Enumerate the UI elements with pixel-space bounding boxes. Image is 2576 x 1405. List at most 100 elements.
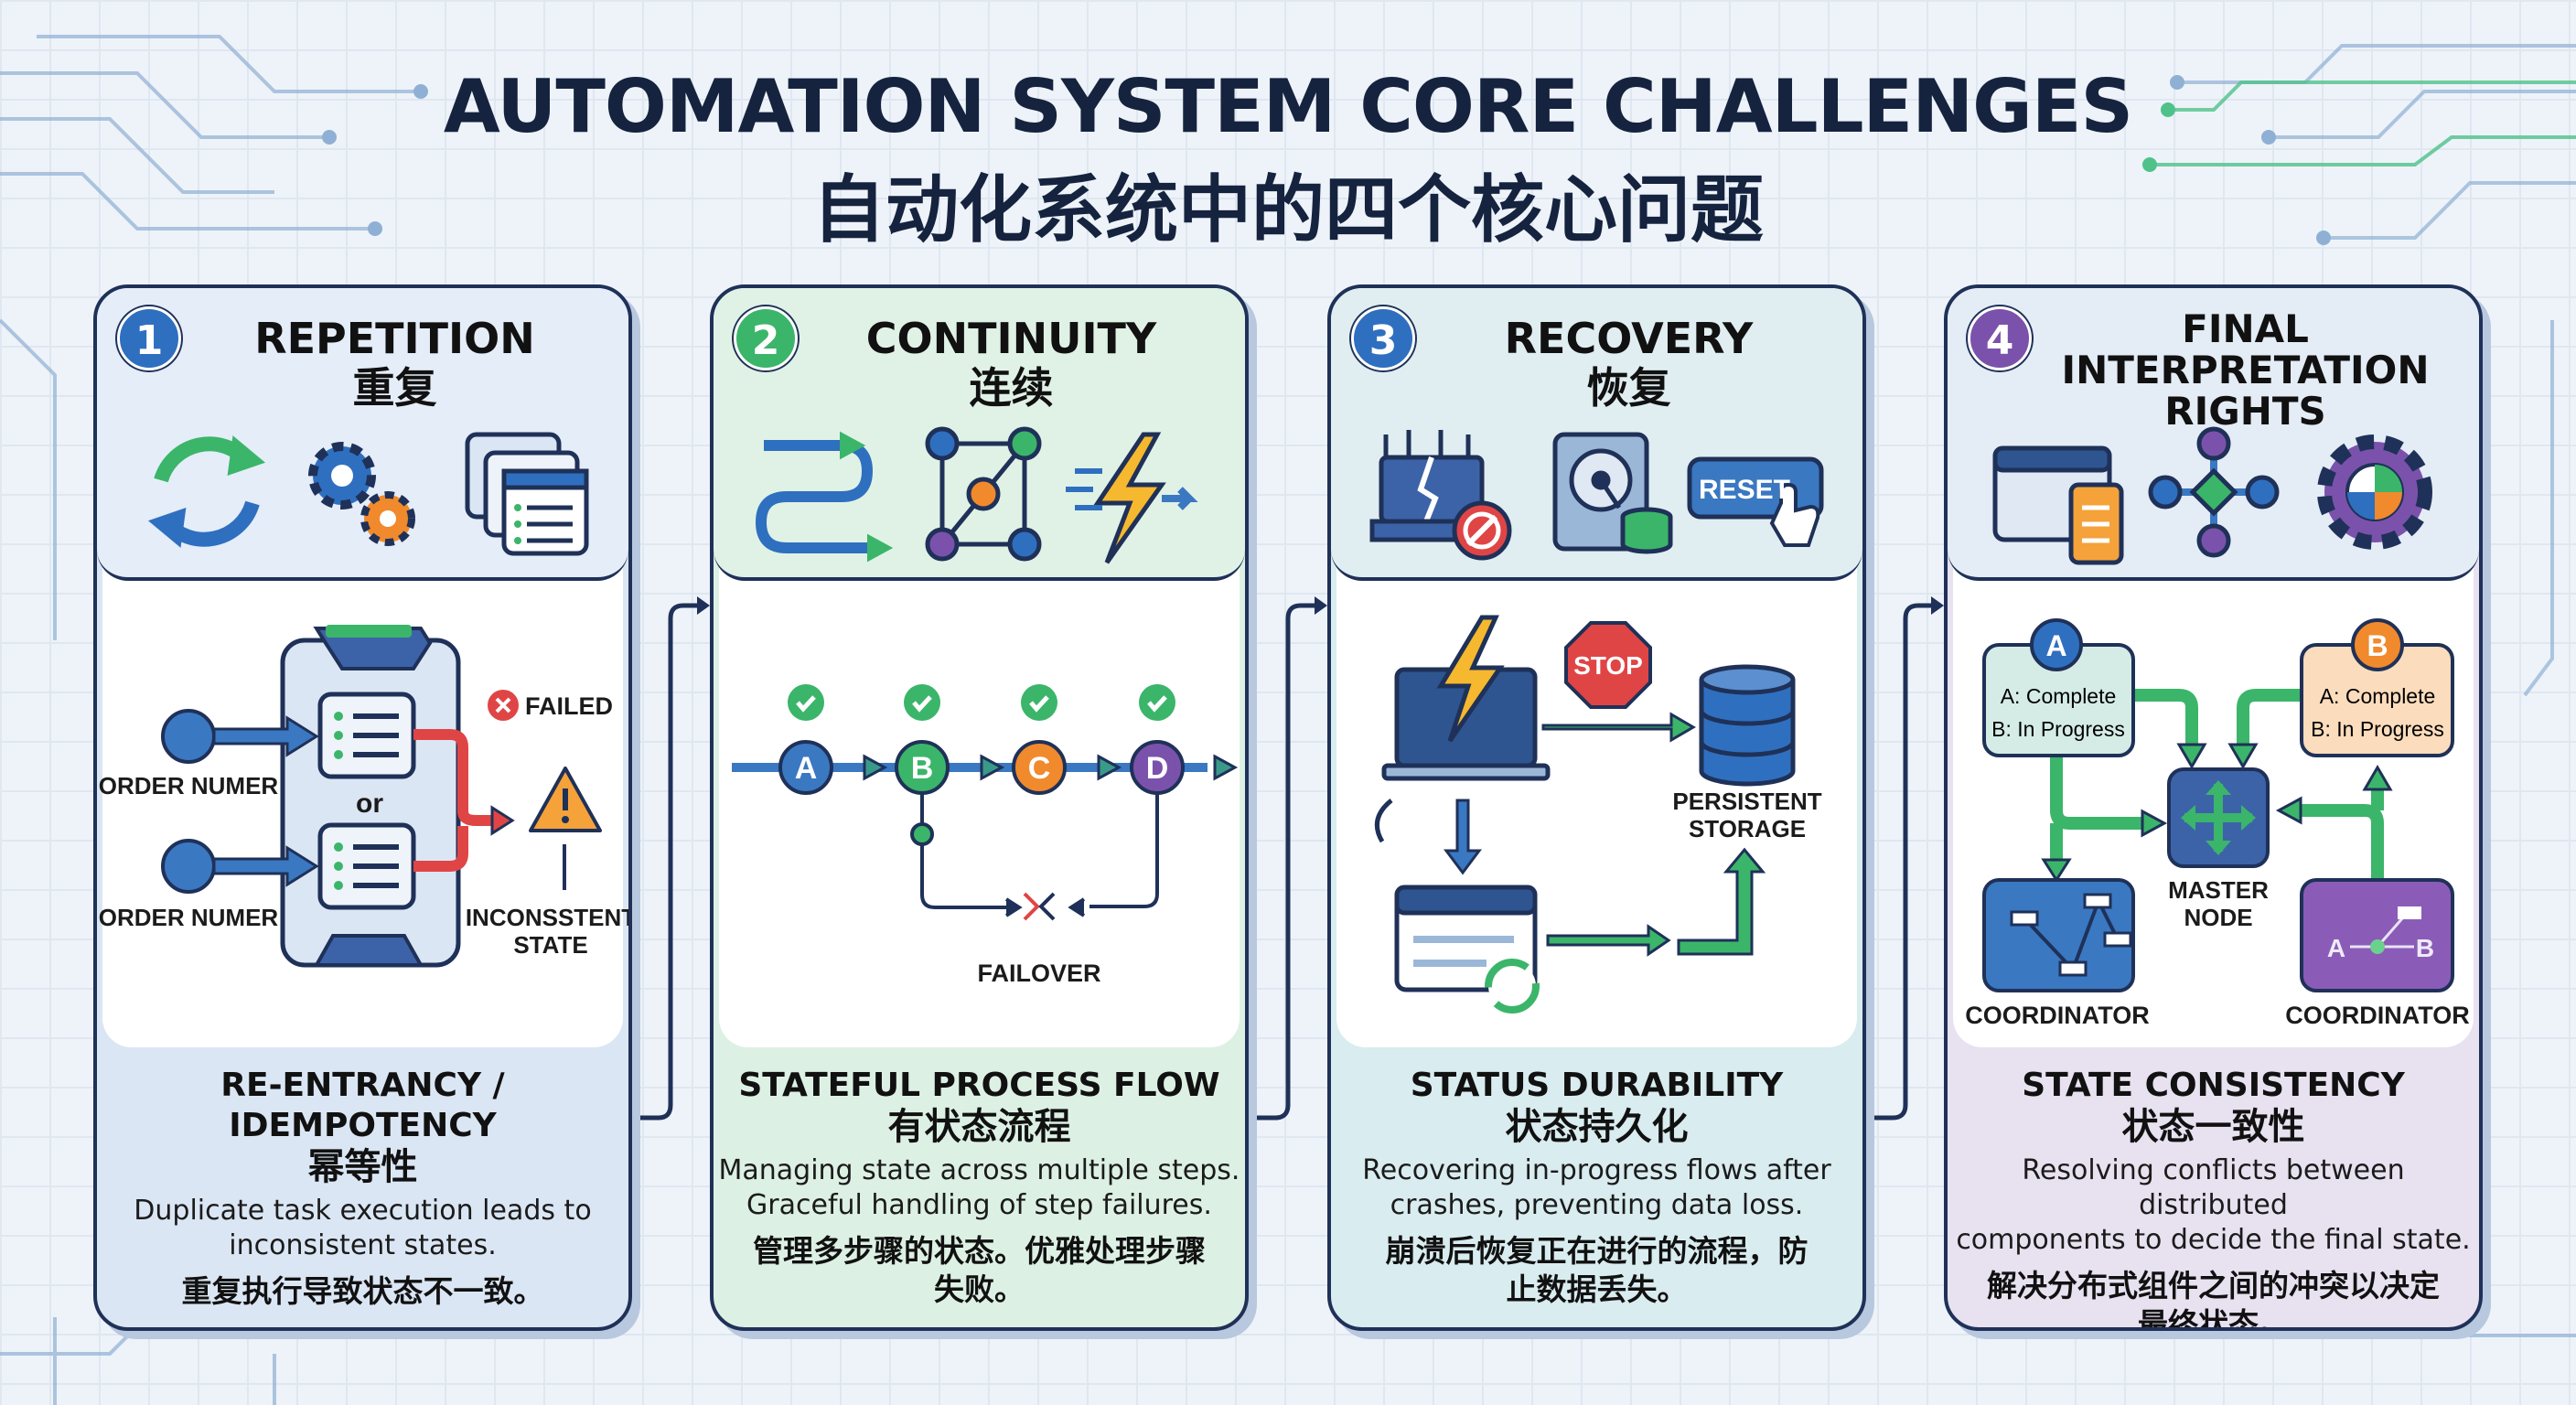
panel-recovery: 3 RECOVERY 恢复 RESET STOP PERSISTENT xyxy=(1327,284,1866,1331)
task-runner-device xyxy=(280,625,461,968)
panel-title-line: INTERPRETATION xyxy=(2061,348,2430,392)
result-label: INCONSSTENT xyxy=(466,904,632,931)
coordinator-right-icon xyxy=(2300,878,2454,992)
node-a-label: A xyxy=(2045,629,2066,662)
panel-title: RECOVERY xyxy=(1504,314,1754,363)
crashed-laptop-icon xyxy=(1374,615,1551,843)
description: crashes, preventing data loss. xyxy=(1390,1189,1804,1221)
status-box-b xyxy=(2300,618,2454,757)
step-number-badge: 1 xyxy=(117,306,181,370)
status-text: A: Complete xyxy=(2001,684,2117,708)
panel-graphics: A B A: Complete B: In Progress A: Comple… xyxy=(1965,426,2470,1029)
settings-gear-icon xyxy=(2317,434,2432,550)
step-number-badge: 2 xyxy=(734,306,798,370)
lightning-icon xyxy=(1066,432,1198,564)
panel-title: REPETITION xyxy=(254,314,535,363)
failover-path xyxy=(910,793,1159,921)
network-node-icon xyxy=(2148,426,2280,558)
description-chinese: 止数据丢失。 xyxy=(1506,1271,1688,1307)
subtitle: RE-ENTRANCY / IDEMPOTENCY xyxy=(220,1067,505,1144)
panel-title-line: FINAL xyxy=(2182,306,2309,351)
panel-graphics: A B C D FAILOVER xyxy=(732,426,1239,987)
storage-label: PERSISTENT xyxy=(1672,788,1821,815)
subtitle: STATE CONSISTENCY xyxy=(2022,1067,2405,1104)
reset-button-icon xyxy=(1687,456,1824,547)
status-box-a xyxy=(1982,618,2135,757)
input-arrows xyxy=(161,709,319,894)
description-chinese: 解决分布式组件之间的冲突以决定 xyxy=(1987,1268,2440,1303)
failover-label: FAILOVER xyxy=(977,960,1100,987)
panel-title-chinese: 恢复 xyxy=(1586,363,1671,413)
crashed-server-icon xyxy=(1369,430,1512,561)
master-label: MASTER xyxy=(2168,876,2269,904)
process-graph-icon xyxy=(925,426,1042,562)
description: components to decide the final state. xyxy=(1956,1224,2471,1256)
step-number-badge: 3 xyxy=(1351,306,1415,370)
panel-graphics: ORDER NUMER ORDER NUMER or FAILED INCONS… xyxy=(99,432,632,968)
description: Resolving conflicts between distributed xyxy=(2022,1154,2405,1221)
coordinator-a-label: A xyxy=(2327,934,2345,962)
panel-title-chinese: 连续 xyxy=(969,363,1054,413)
flow-arrows xyxy=(2050,689,2384,938)
panel-summary: STATE CONSISTENCY 状态一致性 Resolving confli… xyxy=(1948,1066,2479,1331)
subtitle-chinese: 有状态流程 xyxy=(887,1106,1071,1148)
step-chain xyxy=(732,684,1239,795)
panel-title-chinese: 重复 xyxy=(352,363,437,413)
coordinator-left-icon xyxy=(1982,878,2135,992)
stop-sign-icon xyxy=(1564,621,1652,709)
status-text: A: Complete xyxy=(2320,684,2436,708)
description-chinese: 最终状态。 xyxy=(2138,1306,2289,1331)
panel-graphics: RESET STOP PERSISTENT STORAGE xyxy=(1369,430,1824,1014)
description-chinese: 崩溃后恢复正在进行的流程，防 xyxy=(1385,1233,1809,1269)
subtitle-chinese: 状态持久化 xyxy=(1505,1106,1689,1148)
storage-label: STORAGE xyxy=(1689,815,1806,842)
documents-icon xyxy=(465,432,589,556)
panel-final-interpretation-rights: 4 FINAL INTERPRETATION RIGHTS xyxy=(1944,284,2483,1331)
browser-mobile-icon xyxy=(1992,445,2124,565)
description-chinese: 失败。 xyxy=(934,1271,1025,1307)
status-text: B: In Progress xyxy=(2311,717,2444,741)
step-b: B xyxy=(911,751,934,786)
panel-summary: STATEFUL PROCESS FLOW 有状态流程 Managing sta… xyxy=(714,1066,1245,1309)
warning-icon xyxy=(529,767,602,832)
or-label: or xyxy=(356,788,383,819)
input-label: ORDER NUMER xyxy=(99,772,279,799)
subtitle-chinese: 幂等性 xyxy=(307,1146,418,1188)
step-d: D xyxy=(1146,751,1169,786)
description-chinese: 管理多步骤的状态。优雅处理步骤 xyxy=(753,1233,1206,1269)
database-icon xyxy=(1699,664,1796,787)
description: Duplicate task execution leads to xyxy=(134,1195,592,1227)
panel-summary: STATUS DURABILITY 状态持久化 Recovering in-pr… xyxy=(1331,1066,1862,1309)
step-c: C xyxy=(1028,751,1051,786)
failure-arrows xyxy=(413,729,494,872)
diagram-area xyxy=(719,544,1240,1047)
main-title-chinese: 自动化系统中的四个核心问题 xyxy=(812,167,1764,252)
result-label: STATE xyxy=(513,931,587,959)
coordinator-label: COORDINATOR xyxy=(2285,1002,2470,1029)
description: inconsistent states. xyxy=(229,1229,497,1261)
panel-title: FINAL INTERPRETATION RIGHTS xyxy=(2030,308,2461,432)
master-label: NODE xyxy=(2184,904,2252,931)
description: Graceful handling of step failures. xyxy=(746,1189,1212,1221)
failed-label: FAILED xyxy=(525,692,613,720)
panel-title-line: RIGHTS xyxy=(2164,389,2326,434)
reset-label: RESET xyxy=(1699,475,1790,505)
main-title: AUTOMATION SYSTEM CORE CHALLENGES xyxy=(443,64,2133,149)
gears-icon xyxy=(308,442,415,546)
arrow xyxy=(1541,712,1696,743)
refresh-icon xyxy=(147,435,266,548)
coordinator-b-label: B xyxy=(2416,934,2434,962)
description: Managing state across multiple steps. xyxy=(718,1154,1240,1186)
recovery-window-icon xyxy=(1394,885,1540,1014)
step-number-badge: 4 xyxy=(1968,306,2032,370)
stop-label: STOP xyxy=(1573,651,1643,680)
coordinator-label: COORDINATOR xyxy=(1965,1002,2150,1029)
hard-disk-icon xyxy=(1552,432,1673,554)
node-b-label: B xyxy=(2367,629,2388,662)
subtitle: STATEFUL PROCESS FLOW xyxy=(738,1067,1220,1104)
subtitle-chinese: 状态一致性 xyxy=(2121,1106,2305,1148)
status-text: B: In Progress xyxy=(1991,717,2125,741)
step-a: A xyxy=(795,751,818,786)
panel-repetition: 1 REPETITION 重复 xyxy=(93,284,632,1331)
